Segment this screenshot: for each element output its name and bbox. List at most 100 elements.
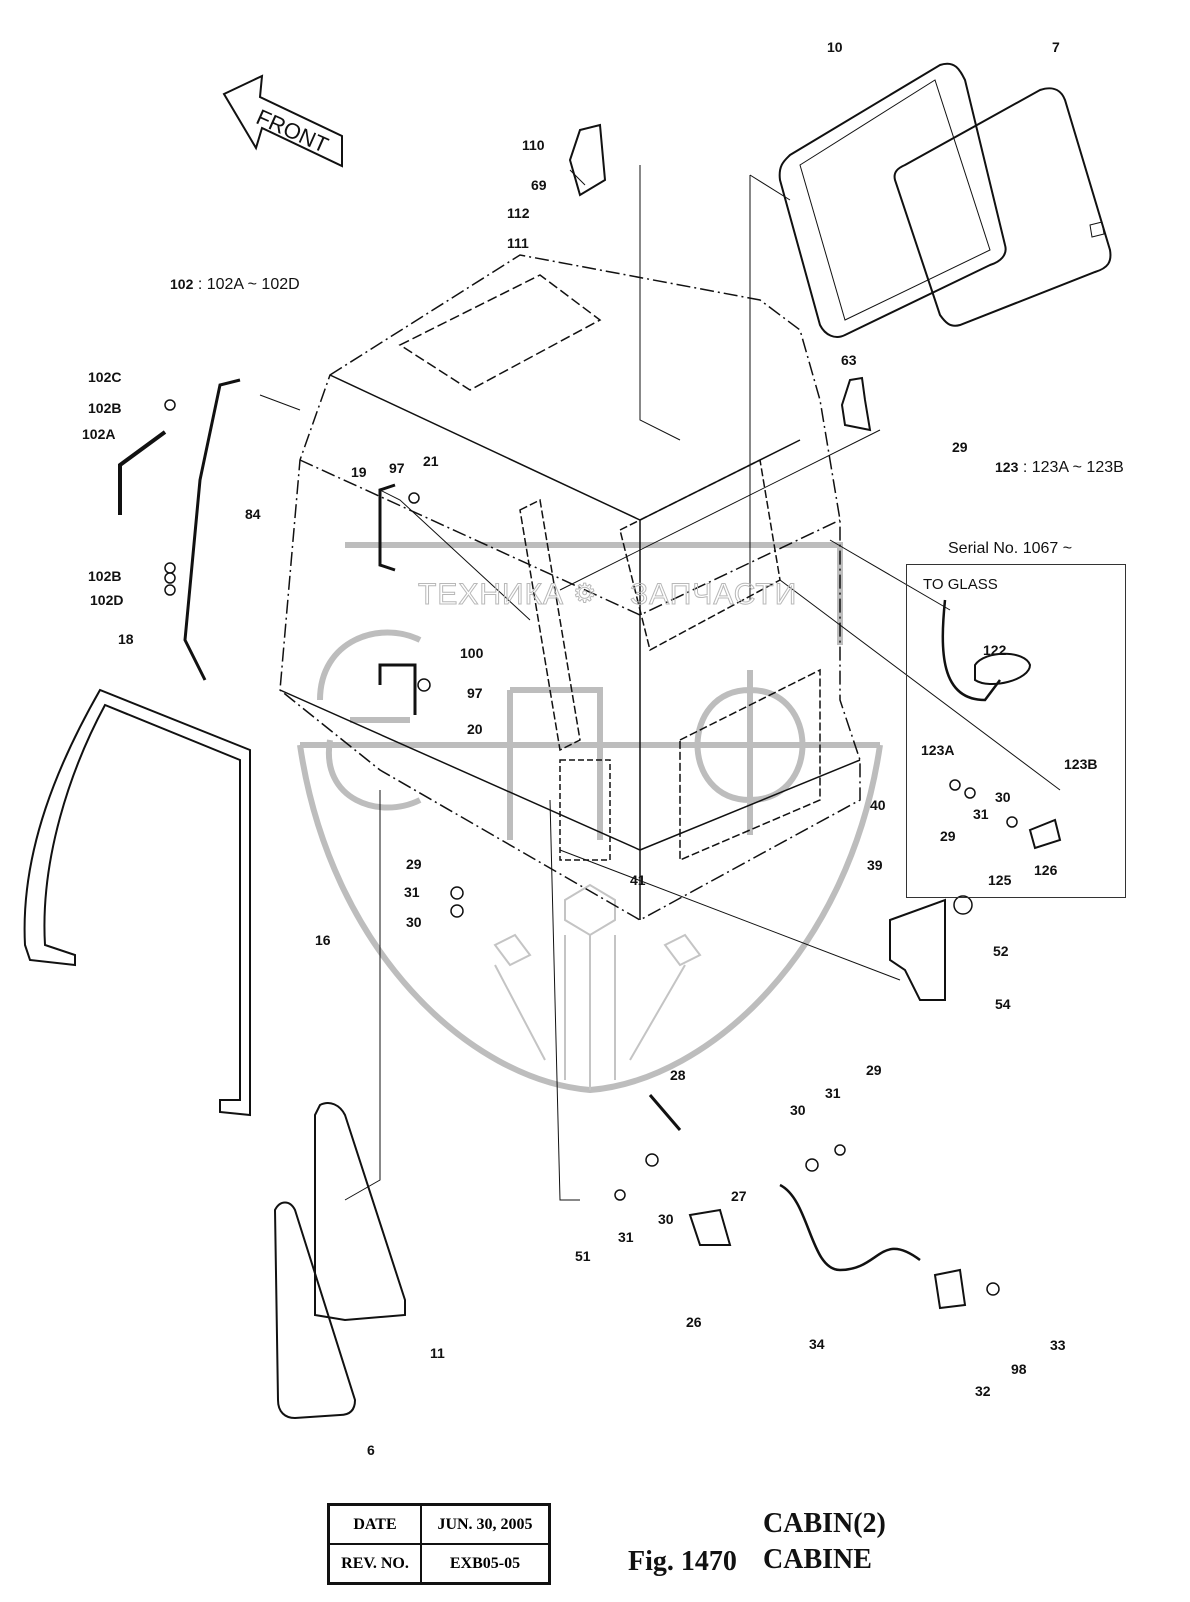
callout-40: 40 — [870, 797, 886, 813]
watermark-wheat — [493, 883, 702, 1090]
callout-29-serial: 29 — [940, 828, 956, 844]
kit-102-note: 102 : 102A ~ 102D — [170, 277, 300, 293]
callout-33: 33 — [1050, 1337, 1066, 1353]
callout-6: 6 — [367, 1442, 375, 1458]
fasteners — [164, 399, 1018, 1296]
parts-outlines — [23, 62, 1112, 1420]
bracket-110 — [568, 123, 607, 197]
handle-20 — [378, 663, 417, 715]
callout-30-serial: 30 — [995, 789, 1011, 805]
title-block: DATE JUN. 30, 2005 REV. NO. EXB05-05 — [327, 1503, 551, 1585]
callout-27: 27 — [731, 1188, 747, 1204]
serial-variant-box — [906, 564, 1126, 898]
callout-29-low: 29 — [866, 1062, 882, 1078]
callout-126: 126 — [1034, 862, 1058, 878]
callout-63: 63 — [841, 352, 857, 368]
callout-125: 125 — [988, 872, 1012, 888]
callout-51: 51 — [575, 1248, 591, 1264]
callout-21: 21 — [423, 453, 439, 469]
watermark-text-right: ЗАПЧАСТИ — [629, 578, 798, 612]
kit-123-key: 123 — [995, 459, 1019, 475]
figure-title-en: CABIN(2) — [763, 1508, 886, 1539]
callout-30-mid: 30 — [406, 914, 422, 930]
watermark-letter-p — [507, 687, 603, 840]
callout-30-low-r: 30 — [790, 1102, 806, 1118]
callout-26: 26 — [686, 1314, 702, 1330]
cover-54 — [889, 898, 946, 1001]
callout-97-top: 97 — [389, 460, 405, 476]
switch-123B — [1028, 818, 1062, 850]
catch-63 — [840, 376, 872, 432]
callout-31-mid: 31 — [404, 884, 420, 900]
callout-112: 112 — [507, 205, 530, 221]
serial-note: Serial No. 1067 ~ — [948, 540, 1073, 557]
callout-123B: 123B — [1064, 756, 1098, 772]
watermark-letter-e — [317, 629, 422, 811]
rev-label: REV. NO. — [327, 1543, 422, 1585]
callout-29-top: 29 — [952, 439, 968, 455]
latch-32 — [933, 1268, 967, 1310]
callout-102B-bottom: 102B — [88, 568, 122, 584]
front-arrow — [222, 74, 343, 168]
callout-16: 16 — [315, 932, 331, 948]
callout-7: 7 — [1052, 39, 1060, 55]
callout-32: 32 — [975, 1383, 991, 1399]
figure-title-fr: CABINE — [763, 1544, 872, 1575]
callout-20: 20 — [467, 721, 483, 737]
callout-34: 34 — [809, 1336, 825, 1352]
kit-102-range: : 102A ~ 102D — [197, 276, 300, 293]
callout-100: 100 — [460, 645, 484, 661]
callout-102D: 102D — [90, 592, 124, 608]
callout-11: 11 — [430, 1345, 445, 1361]
callout-123A: 123A — [921, 742, 955, 758]
callout-54: 54 — [995, 996, 1011, 1012]
callout-102A: 102A — [82, 426, 116, 442]
callout-28: 28 — [670, 1067, 686, 1083]
cable-34 — [779, 1183, 921, 1272]
kit-123-note: 123 : 123A ~ 123B — [995, 460, 1124, 476]
watermark-text-left: ТЕХНИКА — [417, 578, 565, 612]
callout-10: 10 — [827, 39, 843, 55]
rod-28 — [648, 1094, 682, 1131]
glass-seal-outline — [778, 62, 1007, 338]
callout-19: 19 — [351, 464, 367, 480]
seal-11-outline — [314, 1102, 406, 1322]
weatherstrip-16-outline — [23, 688, 251, 1117]
callout-111: 111 — [507, 235, 529, 251]
callout-31-low-l: 31 — [618, 1229, 634, 1245]
grommet-122 — [974, 652, 1032, 685]
rev-value: EXB05-05 — [420, 1543, 551, 1585]
handle-19 — [378, 483, 396, 572]
callout-69: 69 — [531, 177, 547, 193]
callout-97-mid: 97 — [467, 685, 483, 701]
date-label: DATE — [327, 1503, 422, 1545]
callout-18: 18 — [118, 631, 134, 647]
watermark-letter-f — [694, 670, 806, 835]
glass-panel-outline — [893, 87, 1112, 327]
callout-31-serial: 31 — [973, 806, 989, 822]
date-value: JUN. 30, 2005 — [420, 1503, 551, 1545]
pin-102A — [118, 430, 167, 515]
kit-102-key: 102 — [170, 276, 194, 292]
callout-98: 98 — [1011, 1361, 1027, 1377]
callout-41: 41 — [630, 872, 646, 888]
lever-26 — [688, 1208, 732, 1246]
callout-102C: 102C — [88, 369, 122, 385]
callout-102B-top: 102B — [88, 400, 122, 416]
callout-122: 122 — [983, 642, 1007, 658]
callout-84: 84 — [245, 506, 261, 522]
to-glass-note: TO GLASS — [923, 576, 998, 593]
kit-123-range: : 123A ~ 123B — [1022, 459, 1124, 476]
gear-icon: ⚙ — [572, 578, 598, 609]
figure-number: Fig. 1470 — [628, 1546, 737, 1577]
harness-123A — [941, 599, 1001, 702]
leader-lines — [259, 165, 1061, 1201]
glass-6-outline — [273, 1201, 357, 1420]
callout-52: 52 — [993, 943, 1009, 959]
callout-29-mid: 29 — [406, 856, 422, 872]
callout-31-low-r: 31 — [825, 1085, 841, 1101]
callout-30-low-l: 30 — [658, 1211, 674, 1227]
callout-39: 39 — [867, 857, 883, 873]
arrow-left-icon — [222, 74, 343, 168]
